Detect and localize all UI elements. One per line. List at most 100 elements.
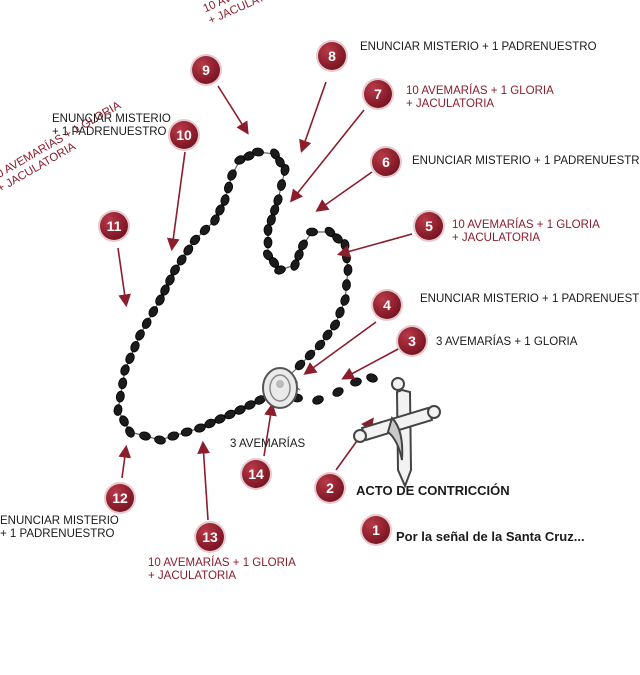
rosary-bead: [113, 404, 123, 416]
step-number-badge-4: 4: [373, 291, 401, 319]
step-label-3: 3 AVEMARÍAS + 1 GLORIA: [436, 336, 577, 349]
step-label-2: ACTO DE CONTRICCIÓN: [356, 484, 510, 497]
step-number-badge-11: 11: [100, 212, 128, 240]
rosary-bead: [118, 377, 128, 390]
step-number-badge-8: 8: [318, 42, 346, 70]
step-label-line: ENUNCIAR MISTERIO + 1 PADRENUESTRO: [360, 41, 597, 53]
rosary-bead: [139, 431, 151, 441]
step-label-line: Por la señal de la Santa Cruz...: [396, 529, 585, 544]
rosary-bead: [263, 236, 273, 249]
pointer-arrow-13: [197, 440, 211, 521]
step-number-badge-3: 3: [398, 327, 426, 355]
step-label-line: 3 AVEMARÍAS + 1 GLORIA: [436, 336, 578, 348]
rosary-bead: [120, 364, 130, 376]
rosary-bead: [154, 435, 166, 445]
step-number-badge-6: 6: [372, 148, 400, 176]
step-label-line: ENUNCIAR MISTERIO: [0, 515, 119, 527]
rosary-bead: [252, 147, 264, 157]
rosary-bead: [183, 244, 194, 256]
rosary-bead: [274, 265, 286, 275]
rosary-bead: [298, 239, 308, 251]
step-label-line: 10 AVEMARÍAS + 1 GLORIA: [148, 557, 296, 569]
rosary-bead: [125, 352, 135, 365]
rosary-bead: [314, 339, 326, 351]
rosary-bead: [199, 224, 211, 236]
rosary-bead: [194, 423, 206, 433]
pointer-arrow-7: [290, 109, 365, 203]
step-label-8: ENUNCIAR MISTERIO + 1 PADRENUESTRO: [360, 41, 597, 54]
step-number-badge-5: 5: [415, 212, 443, 240]
pointer-arrow-5: [336, 233, 413, 258]
rosary-bead: [280, 164, 290, 176]
rosary-bead: [322, 329, 333, 341]
rosary-bead: [170, 264, 180, 276]
rosary-bead: [343, 264, 353, 276]
step-number-badge-7: 7: [364, 80, 392, 108]
step-label-line: ENUNCIAR MISTERIO + 1 PADRENUESTRO: [420, 293, 640, 305]
step-label-line: + JACULATORIA: [406, 98, 495, 110]
step-label-line: ACTO DE CONTRICCIÓN: [356, 483, 510, 498]
step-label-1: Por la señal de la Santa Cruz...: [396, 530, 585, 543]
rosary-bead: [306, 227, 318, 237]
rosary-bead: [176, 254, 187, 266]
rosary-bead: [130, 340, 140, 353]
step-label-line: ENUNCIAR MISTERIO + 1 PADRENUESTRO: [412, 155, 640, 167]
step-label-line: ENUNCIAR MISTERIO: [52, 113, 171, 125]
pointer-arrow-9: [217, 85, 249, 135]
step-label-line: + 1 PADRENUESTRO: [52, 126, 167, 138]
rosary-bead: [223, 181, 234, 194]
pointer-arrow-8: [299, 81, 327, 154]
pointer-arrow-3: [341, 347, 401, 380]
step-label-line: + JACULATORIA: [148, 570, 237, 582]
step-label-4: ENUNCIAR MISTERIO + 1 PADRENUESTRO: [420, 293, 640, 306]
step-number-badge-1: 1: [362, 516, 390, 544]
pointer-arrow-4: [303, 321, 377, 375]
rosary-bead: [342, 279, 351, 291]
rosary-bead: [366, 373, 378, 383]
step-label-line: 10 AVEMARÍAS + 1 GLORIA: [452, 219, 600, 231]
rosary-bead: [220, 194, 230, 206]
rosary-chain: [117, 151, 349, 441]
step-number-badge-9: 9: [192, 56, 220, 84]
step-label-13: 10 AVEMARÍAS + 1 GLORIA+ JACULATORIA: [148, 557, 296, 583]
rosary-bead: [135, 329, 145, 341]
rosary-bead: [119, 415, 129, 427]
step-label-5: 10 AVEMARÍAS + 1 GLORIA+ JACULATORIA: [452, 219, 600, 245]
rosary-bead: [312, 395, 324, 405]
rosary-bead: [115, 390, 125, 403]
step-label-6: ENUNCIAR MISTERIO + 1 PADRENUESTRO: [412, 155, 640, 168]
step-number-badge-14: 14: [242, 460, 270, 488]
rosary-bead: [304, 349, 316, 361]
rosary-bead: [180, 427, 193, 437]
step-number-badge-12: 12: [106, 484, 134, 512]
step-number-badge-2: 2: [316, 474, 344, 502]
rosary-bead: [335, 306, 345, 319]
rosary-bead: [227, 169, 237, 181]
pointer-arrow-6: [315, 171, 373, 212]
step-label-line: 10 AVEMARÍAS + 1 GLORIA: [406, 85, 554, 97]
rosary-bead: [189, 234, 201, 246]
rosary-bead: [167, 431, 180, 441]
rosary-bead: [141, 317, 152, 329]
rosary-bead: [330, 319, 340, 331]
pointer-arrow-12: [118, 444, 132, 479]
pointer-arrow-11: [117, 247, 131, 308]
rosary-bead: [125, 426, 135, 438]
step-number-badge-10: 10: [170, 121, 198, 149]
rosary-bead: [340, 294, 350, 306]
pointer-arrow-10: [166, 151, 186, 252]
rosary-bead: [340, 239, 350, 251]
pointer-arrow-14: [263, 402, 277, 457]
rosary-bead: [332, 387, 344, 397]
rosary-bead: [263, 224, 273, 236]
crucifix: [353, 377, 441, 489]
step-label-line: + 1 PADRENUESTRO: [0, 528, 115, 540]
step-label-12: ENUNCIAR MISTERIO+ 1 PADRENUESTRO: [0, 515, 119, 541]
step-label-7: 10 AVEMARÍAS + 1 GLORIA+ JACULATORIA: [406, 85, 554, 111]
step-number-badge-13: 13: [196, 523, 224, 551]
rosary-bead: [350, 377, 362, 387]
centerpiece-medal: [262, 367, 298, 409]
step-label-14: 3 AVEMARÍAS: [230, 438, 305, 451]
